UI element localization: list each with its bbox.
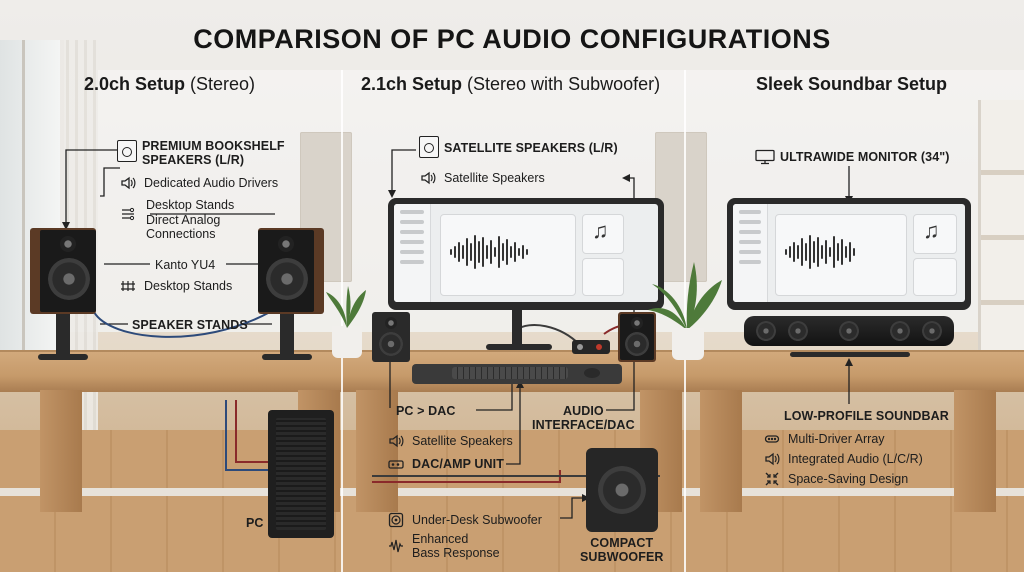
speaker-box-icon [419,136,439,158]
section-heading-soundbar: Sleek Soundbar Setup [756,74,947,95]
section-heading-bold: Sleek Soundbar Setup [756,74,948,94]
speaker-stand-right [280,314,294,358]
desk-leg [700,390,742,512]
section-heading-2-1: 2.1ch Setup (Stereo with Subwoofer) [361,74,660,95]
sound-wave-icon [388,433,404,449]
dedicated-drivers-label: Dedicated Audio Drivers [144,176,279,190]
satellite-speakers-caps-label: SATELLITE SPEAKERS (L/R) [444,141,618,155]
multi-driver-label: Multi-Driver Array [788,432,885,446]
bookshelf [978,100,1024,360]
audio-interface-label: AUDIO INTERFACE/DAC [532,404,635,432]
ultrawide-monitor-label: ULTRAWIDE MONITOR (34") [780,150,950,164]
music-note-icon: ♫ [923,218,940,243]
curved-monitor-center: ♫ [388,198,664,310]
section-divider [341,70,343,572]
premium-speakers-label: PREMIUM BOOKSHELF SPEAKERS (L/R) [142,139,285,167]
pc-tower [268,410,334,538]
enhanced-bass-label: Enhanced Bass Response [412,532,500,560]
desk-leg [356,390,398,512]
floor [0,430,1024,572]
section-heading-2-0: 2.0ch Setup (Stereo) [84,74,255,95]
stand-icon [120,278,136,294]
driver-array-icon [764,431,780,447]
desk-leg [954,390,996,512]
integrated-audio-label: Integrated Audio (L/C/R) [788,452,923,466]
low-profile-soundbar-label: LOW-PROFILE SOUNDBAR [784,409,949,423]
speaker-stand-right-base [262,354,312,360]
desktop-stands-label-a: Desktop Stands [146,198,235,212]
music-note-icon: ♫ [592,218,609,243]
bass-wave-icon [388,538,404,554]
pc-label: PC [246,516,264,530]
under-desk-sub-label: Under-Desk Subwoofer [412,513,542,527]
waveform [450,232,528,272]
monitor-icon [755,149,775,165]
speaker-model-label: Kanto YU4 [155,258,216,272]
satellite-speakers-label-b: Satellite Speakers [412,434,513,448]
connection-icon [120,206,136,222]
compact-subwoofer [586,448,658,532]
satellite-speakers-label-a: Satellite Speakers [444,171,545,185]
compact-subwoofer-label: COMPACT SUBWOOFER [580,536,664,564]
section-heading-bold: 2.1ch Setup [361,74,463,94]
mouse [584,368,600,378]
ultrawide-monitor: ♫ [727,198,971,310]
soundbar [744,316,954,346]
dac-amp-unit [572,340,610,354]
satellite-speaker-left [372,312,410,362]
dac-unit-icon [388,456,404,472]
desktop-stands-label-b: Desktop Stands [144,279,233,293]
monitor-base-soundbar [790,352,910,357]
sound-wave-icon [120,175,136,191]
speaker-stands-label: SPEAKER STANDS [132,318,248,332]
pc-dac-label: PC > DAC [396,404,456,418]
bookshelf-speaker-right [258,228,324,314]
speaker-stand-left [56,314,70,358]
section-heading-rest: (Stereo) [185,74,256,94]
speaker-stand-left-base [38,354,88,360]
page-title: COMPARISON OF PC AUDIO CONFIGURATIONS [193,24,831,54]
section-heading-rest: (Stereo with Subwoofer) [462,74,661,94]
baseboard [0,488,1024,496]
subwoofer-icon [388,512,404,528]
dac-amp-label: DAC/AMP UNIT [412,457,504,471]
sound-wave-icon [420,170,436,186]
speaker-box-icon [117,140,137,162]
monitor-stand-center [512,310,522,346]
monitor-base-center [486,344,552,350]
waveform [785,232,855,272]
space-saving-label: Space-Saving Design [788,472,909,486]
sound-wave-icon [764,451,780,467]
section-heading-bold: 2.0ch Setup [84,74,186,94]
direct-analog-label: Direct Analog Connections [146,213,221,241]
desk-leg [40,390,82,512]
plant-left [332,326,362,358]
bookshelf-speaker-left [30,228,96,314]
plant-right [672,328,704,360]
satellite-speaker-right [618,312,656,362]
keyboard [452,367,568,379]
space-saving-icon [764,471,780,487]
